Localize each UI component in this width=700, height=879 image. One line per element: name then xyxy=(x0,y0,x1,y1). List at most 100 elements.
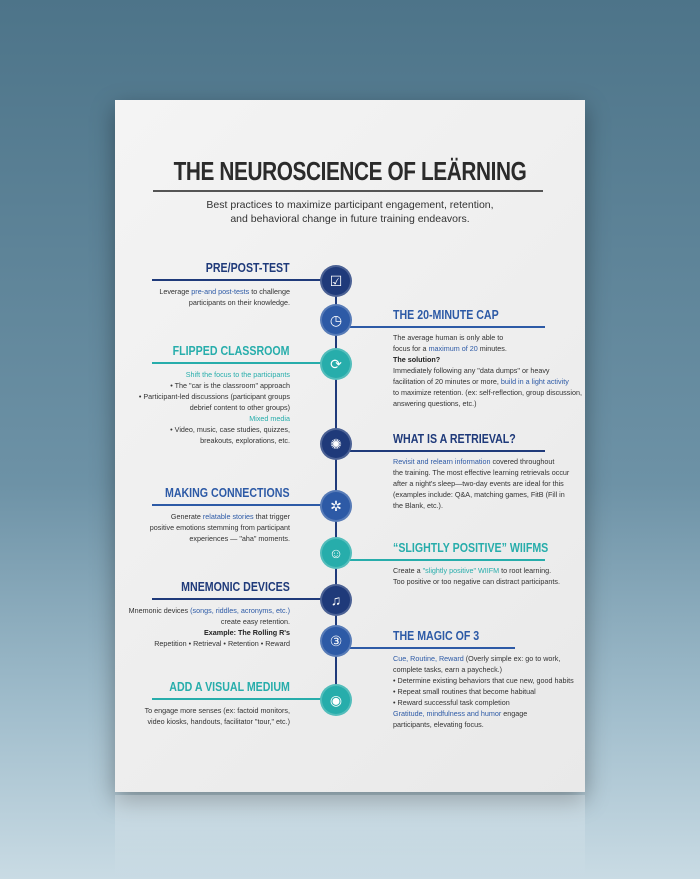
text-segment: debrief content to other groups) xyxy=(189,403,290,412)
text-segment: video kiosks, handouts, facilitator "tou… xyxy=(147,717,290,726)
body-line: answering questions, etc.) xyxy=(393,398,582,409)
smiley-icon: ☺ xyxy=(320,537,352,569)
body-line: The solution? xyxy=(393,354,582,365)
body-line: Gratitude, mindfulness and humor engage xyxy=(393,708,574,719)
connector-line xyxy=(152,598,322,600)
body-line: participants, elevating focus. xyxy=(393,719,574,730)
pre-post-test-heading: PRE/POST-TEST xyxy=(206,261,290,275)
connector-line xyxy=(350,450,545,452)
text-segment: Cue, Routine, Reward xyxy=(393,654,464,663)
text-segment: maximum of 20 xyxy=(428,344,478,353)
connector-line xyxy=(152,504,322,506)
clock-icon: ◷ xyxy=(320,304,352,336)
body-line: Leverage pre-and post-tests to challenge xyxy=(159,286,290,297)
text-segment: To engage more senses (ex: factoid monit… xyxy=(144,706,290,715)
text-segment: Too positive or too negative can distrac… xyxy=(393,577,560,586)
text-segment: breakouts, explorations, etc. xyxy=(200,436,290,445)
text-segment: participants on their knowledge. xyxy=(188,298,290,307)
text-segment: focus for a xyxy=(393,344,429,353)
mnemonic-devices-heading: MNEMONIC DEVICES xyxy=(181,580,290,594)
network-icon: ✲ xyxy=(320,490,352,522)
refresh-icon: ⟳ xyxy=(320,348,352,380)
text-segment: The solution? xyxy=(393,355,441,364)
text-segment: build in a light activity xyxy=(500,377,569,386)
checklist-icon: ☑ xyxy=(320,265,352,297)
text-segment: participants, elevating focus. xyxy=(393,720,484,729)
body-line: create easy retention. xyxy=(129,616,290,627)
body-line: to maximize retention. (ex: self-reflect… xyxy=(393,387,582,398)
body-line: • Video, music, case studies, quizzes, xyxy=(139,424,290,435)
text-segment: facilitation of 20 minutes or more, xyxy=(393,377,501,386)
body-line: Immediately following any "data dumps" o… xyxy=(393,365,582,376)
body-line: Mixed media xyxy=(139,413,290,424)
body-line: focus for a maximum of 20 minutes. xyxy=(393,343,582,354)
body-line: debrief content to other groups) xyxy=(139,402,290,413)
body-line: • The "car is the classroom" approach xyxy=(139,380,290,391)
text-segment: pre-and post-tests xyxy=(191,287,250,296)
flipped-classroom-body: Shift the focus to the participants• The… xyxy=(139,369,290,446)
text-segment: (Overly simple ex: go to work, xyxy=(463,654,561,663)
body-line: experiences — "aha" moments. xyxy=(150,533,290,544)
page-title: THE NEUROSCIENCE OF LEÄRNING xyxy=(173,156,527,186)
text-segment: positive emotions stemming from particip… xyxy=(149,523,290,532)
body-line: To engage more senses (ex: factoid monit… xyxy=(145,705,290,716)
subtitle-line: Best practices to maximize participant e… xyxy=(206,199,494,211)
body-line: after a night's sleep—two-day events are… xyxy=(393,478,569,489)
body-line: (examples include: Q&A, matching games, … xyxy=(393,489,569,500)
body-line: Revisit and relearn information covered … xyxy=(393,456,569,467)
text-segment: Example: The Rolling R's xyxy=(204,628,290,637)
text-segment: complete tasks, earn a paycheck.) xyxy=(393,665,503,674)
flipped-classroom-heading: FLIPPED CLASSROOM xyxy=(173,344,290,358)
text-segment: to maximize retention. (ex: self-reflect… xyxy=(393,388,582,397)
body-line: Example: The Rolling R's xyxy=(129,627,290,638)
text-segment: Revisit and relearn information xyxy=(393,457,491,466)
text-segment: Generate xyxy=(170,512,203,521)
connector-line xyxy=(350,326,545,328)
text-segment: Immediately following any "data dumps" o… xyxy=(393,366,550,375)
brain-icon: ✺ xyxy=(320,428,352,460)
connector-line xyxy=(152,279,322,281)
retrieval-body: Revisit and relearn information covered … xyxy=(393,456,569,511)
text-segment: The average human is only able to xyxy=(393,333,504,342)
subtitle-line: and behavioral change in future training… xyxy=(230,213,470,225)
mnemonic-devices-body: Mnemonic devices (songs, riddles, acrony… xyxy=(129,605,290,649)
connector-line xyxy=(152,362,322,364)
text-segment: • Participant-led discussions (participa… xyxy=(138,392,290,401)
body-line: Mnemonic devices (songs, riddles, acrony… xyxy=(129,605,290,616)
target-three-icon: ③ xyxy=(320,625,352,657)
text-segment: the Blank, etc.). xyxy=(393,501,443,510)
body-line: Too positive or too negative can distrac… xyxy=(393,576,560,587)
body-line: Cue, Routine, Reward (Overly simple ex: … xyxy=(393,653,574,664)
text-segment: • Video, music, case studies, quizzes, xyxy=(170,425,290,434)
text-segment: Mnemonic devices xyxy=(128,606,191,615)
body-line: • Determine existing behaviors that cue … xyxy=(393,675,574,686)
text-segment: create easy retention. xyxy=(220,617,290,626)
text-segment: Create a xyxy=(393,566,423,575)
text-segment: (examples include: Q&A, matching games, … xyxy=(393,490,565,499)
connector-line xyxy=(350,559,545,561)
body-line: positive emotions stemming from particip… xyxy=(150,522,290,533)
text-segment: minutes. xyxy=(477,344,507,353)
body-line: • Repeat small routines that become habi… xyxy=(393,686,574,697)
text-segment: covered throughout xyxy=(490,457,555,466)
body-line: facilitation of 20 minutes or more, buil… xyxy=(393,376,582,387)
connector-line xyxy=(152,698,322,700)
body-line: The average human is only able to xyxy=(393,332,582,343)
body-line: the training. The most effective learnin… xyxy=(393,467,569,478)
text-segment: • Determine existing behaviors that cue … xyxy=(393,676,574,685)
title-divider xyxy=(153,190,543,192)
text-segment: answering questions, etc.) xyxy=(393,399,477,408)
pre-post-test-body: Leverage pre-and post-tests to challenge… xyxy=(159,286,290,308)
body-line: • Participant-led discussions (participa… xyxy=(139,391,290,402)
connector-line xyxy=(350,647,515,649)
making-connections-heading: MAKING CONNECTIONS xyxy=(165,486,290,500)
poster-reflection xyxy=(115,795,585,879)
text-segment: Leverage xyxy=(159,287,192,296)
text-segment: Mixed media xyxy=(249,414,290,423)
subtitle: Best practices to maximize participant e… xyxy=(206,198,493,226)
body-line: complete tasks, earn a paycheck.) xyxy=(393,664,574,675)
text-segment: (songs, riddles, acronyms, etc.) xyxy=(190,606,290,615)
text-segment: after a night's sleep—two-day events are… xyxy=(393,479,564,488)
